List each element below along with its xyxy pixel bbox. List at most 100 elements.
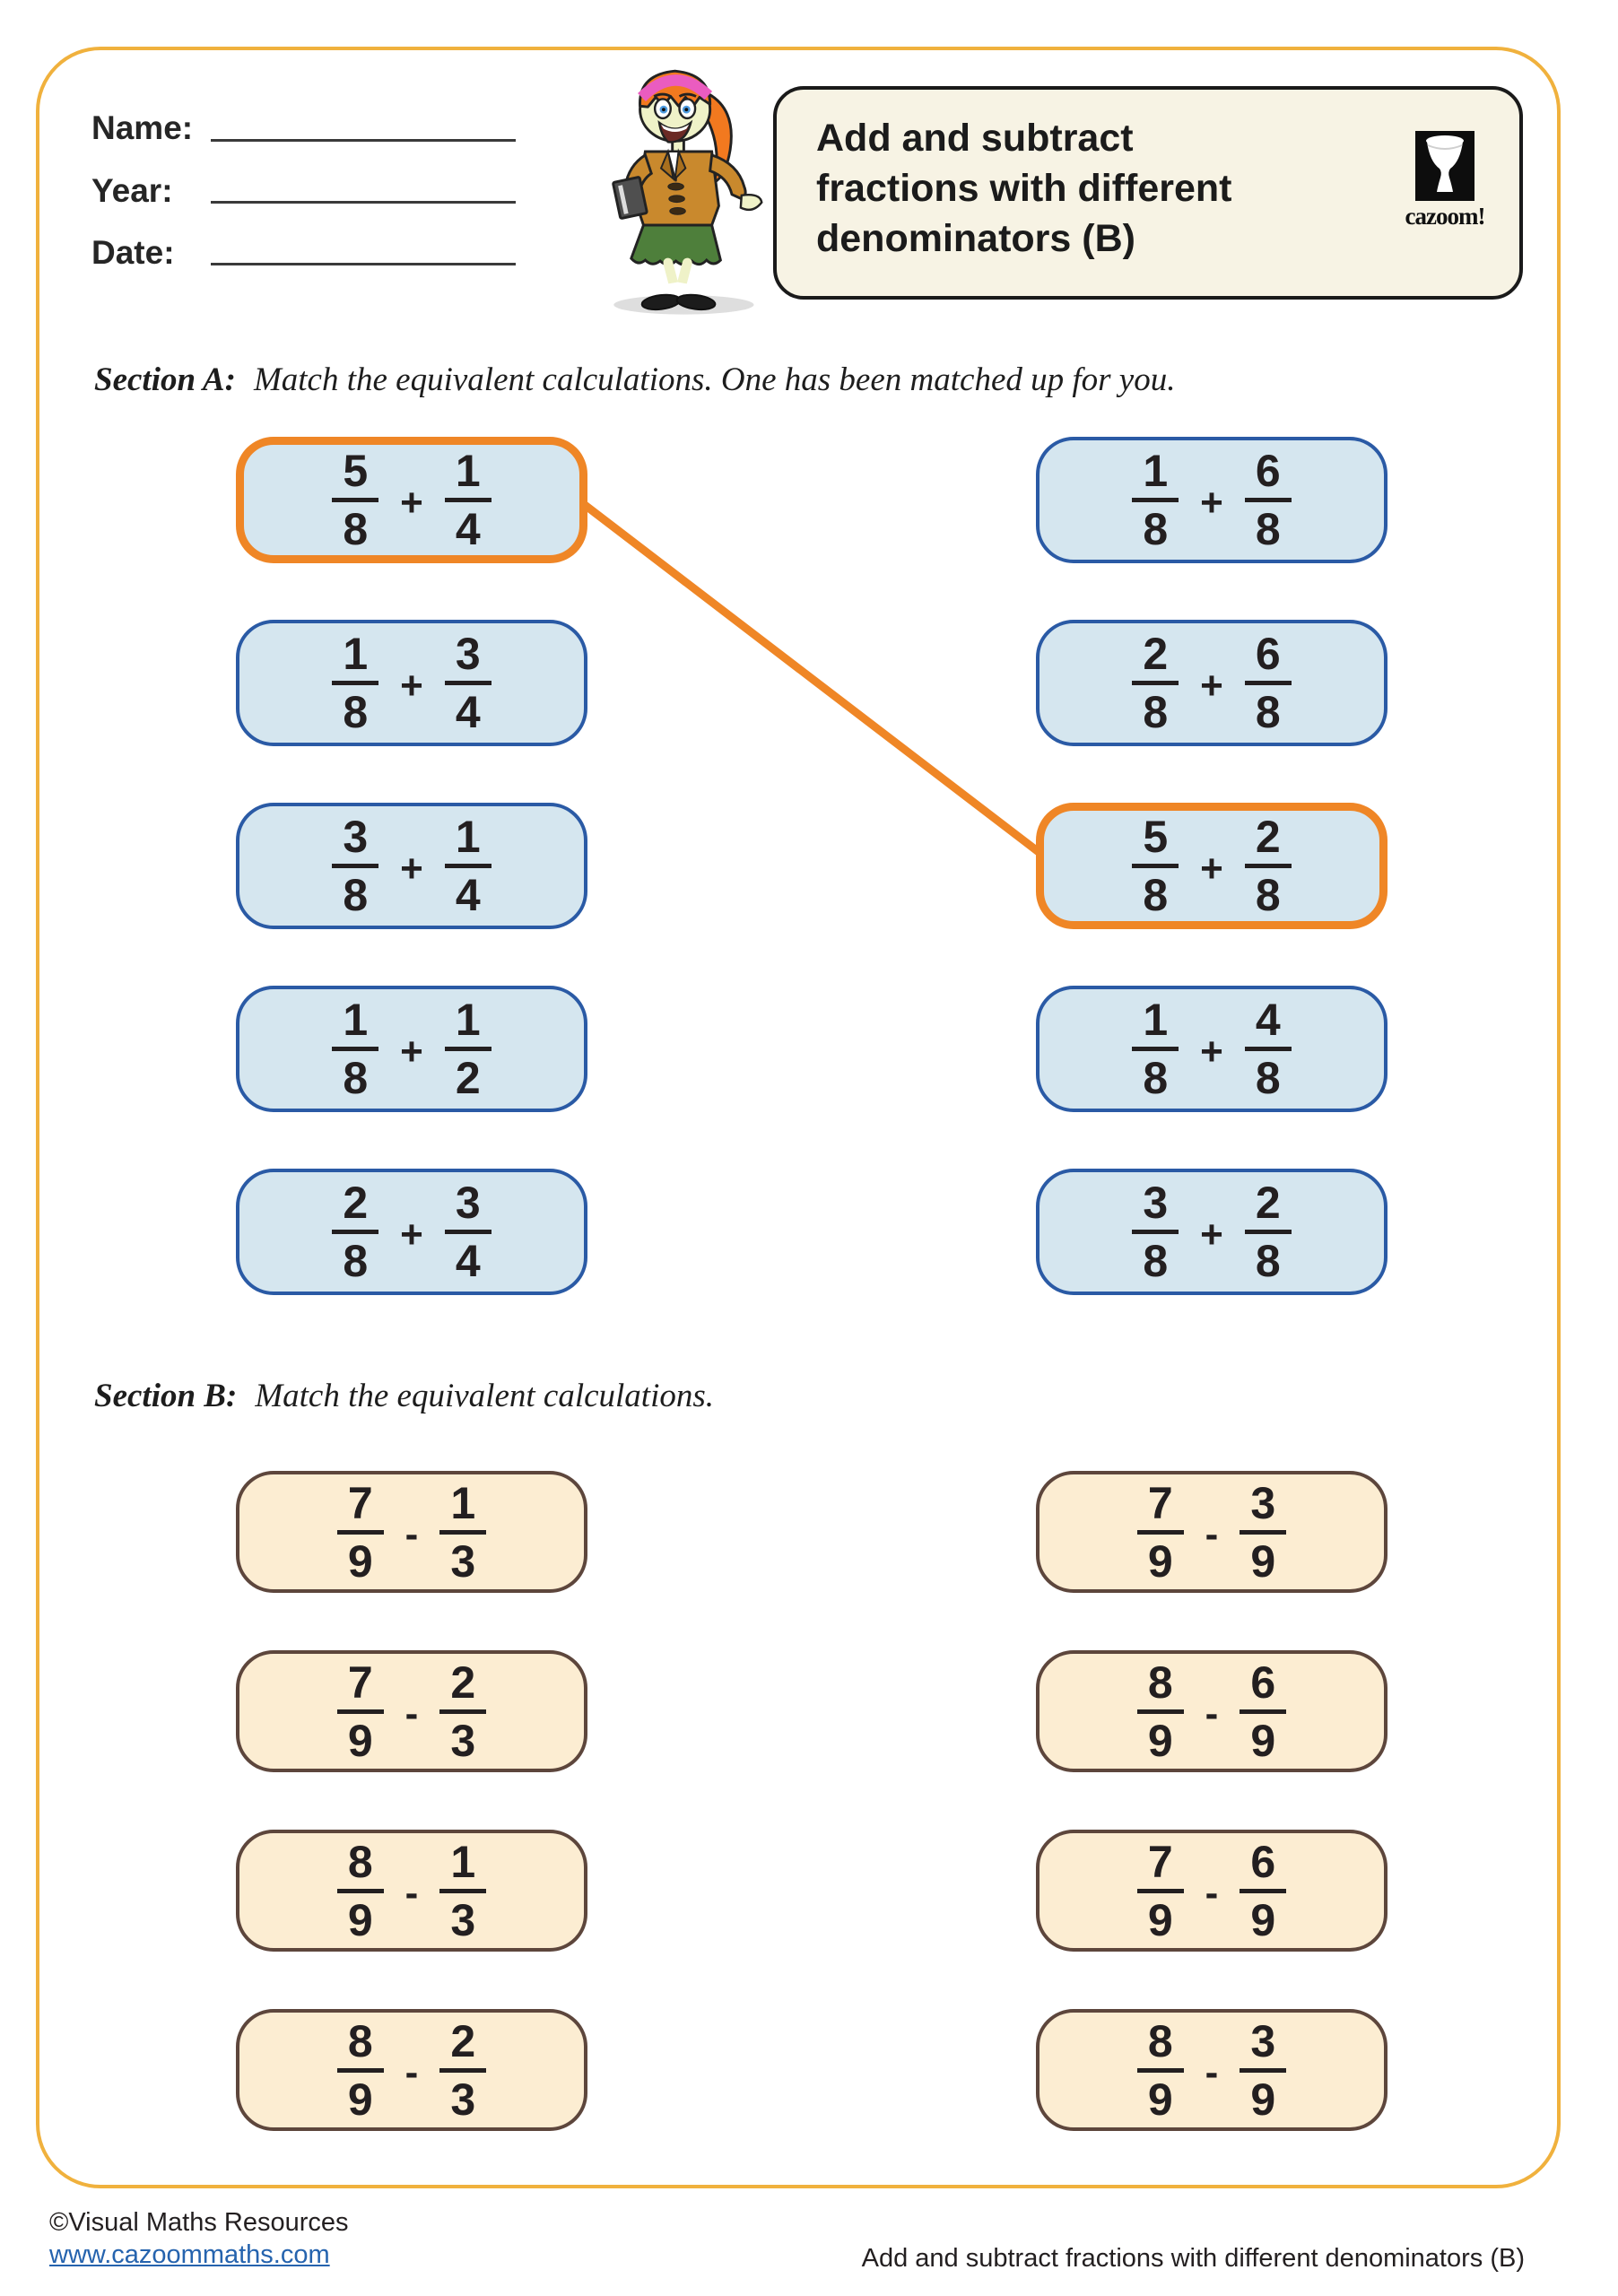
numerator: 7 [336, 1660, 384, 1714]
numerator: 2 [439, 1660, 487, 1714]
numerator: 3 [444, 1180, 491, 1234]
numerator: 3 [332, 814, 379, 868]
example-match-line [578, 500, 1045, 857]
operator: + [400, 1029, 423, 1074]
worksheet-title-box: Add and subtract fractions with differen… [773, 86, 1523, 300]
date-input-line[interactable] [211, 263, 516, 265]
section-a-instruction: Match the equivalent calculations. One h… [253, 361, 1176, 398]
denominator: 3 [450, 2074, 476, 2125]
copyright-text: ©Visual Maths Resources [49, 2208, 349, 2237]
denominator: 8 [1143, 1053, 1169, 1103]
operator: + [400, 480, 423, 525]
operator: + [1200, 846, 1223, 891]
denominator: 8 [1143, 870, 1169, 920]
denominator: 9 [347, 1894, 373, 1945]
footer-doc-title: Add and subtract fractions with differen… [861, 2244, 1525, 2273]
denominator: 3 [450, 1715, 476, 1766]
numerator: 1 [444, 814, 491, 868]
denominator: 9 [347, 2074, 373, 2125]
numerator: 7 [336, 1481, 384, 1535]
denominator: 8 [1255, 1053, 1281, 1103]
student-girl-icon [612, 69, 763, 315]
section-b-instruction: Match the equivalent calculations. [255, 1378, 715, 1414]
denominator: 8 [1255, 687, 1281, 737]
year-label: Year: [91, 172, 173, 209]
section-b-title: Section B: [94, 1378, 238, 1414]
numerator: 2 [1244, 1180, 1292, 1234]
denominator: 2 [455, 1053, 481, 1103]
numerator: 2 [332, 1180, 379, 1234]
numerator: 2 [439, 2019, 487, 2073]
operator: + [1200, 1029, 1223, 1074]
section-b-heading: Section B: Match the equivalent calculati… [94, 1377, 714, 1415]
operator: + [400, 663, 423, 708]
numerator: 3 [1240, 2019, 1287, 2073]
numerator: 1 [1132, 997, 1179, 1051]
numerator: 3 [1132, 1180, 1179, 1234]
numerator: 5 [1132, 814, 1179, 868]
denominator: 8 [1143, 687, 1169, 737]
numerator: 1 [1132, 448, 1179, 502]
djembe-drum-icon [1415, 131, 1474, 201]
numerator: 8 [336, 1839, 384, 1893]
section-a-heading: Section A:Match the equivalent calculati… [94, 361, 1175, 399]
denominator: 9 [1250, 1535, 1276, 1587]
year-input-line[interactable] [211, 201, 516, 204]
cazoommaths-link[interactable]: www.cazoommaths.com [49, 2240, 330, 2269]
denominator: 4 [455, 870, 481, 920]
denominator: 8 [1255, 870, 1281, 920]
numerator: 3 [444, 631, 491, 685]
numerator: 6 [1240, 1839, 1287, 1893]
numerator: 1 [332, 631, 379, 685]
denominator: 8 [343, 1053, 369, 1103]
numerator: 1 [444, 448, 491, 502]
numerator: 4 [1244, 997, 1292, 1051]
denominator: 9 [347, 1535, 373, 1587]
numerator: 8 [1136, 1660, 1184, 1714]
denominator: 3 [450, 1894, 476, 1945]
worksheet-title: Add and subtract fractions with differen… [816, 117, 1232, 260]
numerator: 1 [332, 997, 379, 1051]
denominator: 9 [1250, 1715, 1276, 1766]
operator: - [404, 1512, 419, 1556]
denominator: 4 [455, 687, 481, 737]
operator: + [400, 1212, 423, 1257]
denominator: 9 [1147, 1715, 1173, 1766]
student-illustration [587, 54, 771, 327]
name-input-line[interactable] [211, 139, 516, 142]
